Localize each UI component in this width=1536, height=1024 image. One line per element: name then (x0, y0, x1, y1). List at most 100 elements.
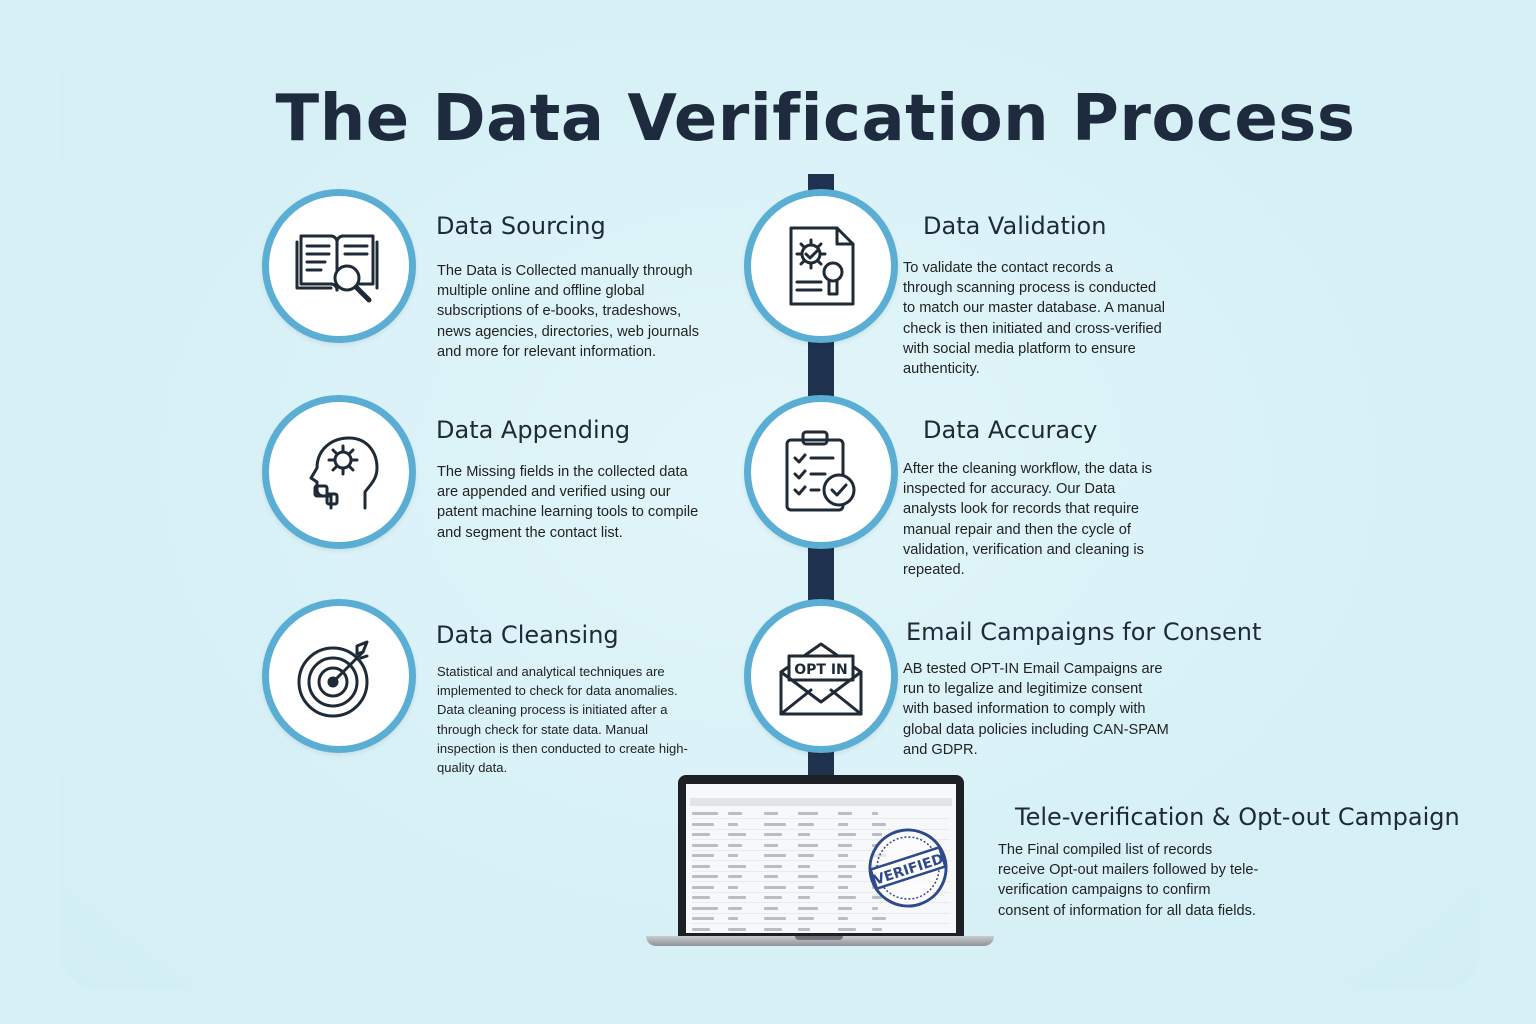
optin-label: OPT IN (794, 662, 848, 678)
spreadsheet-cell (764, 927, 782, 931)
spreadsheet-row (692, 870, 950, 872)
step-heading: Data Accuracy (923, 416, 1098, 444)
spreadsheet-cell (692, 822, 714, 826)
spreadsheet-row (692, 902, 950, 903)
page-title: The Data Verification Process (275, 82, 1356, 156)
spreadsheet-row (692, 891, 950, 893)
spreadsheet-row (692, 839, 950, 840)
spreadsheet-cell (798, 864, 810, 868)
spreadsheet-cell (728, 927, 746, 931)
spreadsheet-cell (692, 833, 710, 836)
spreadsheet-cell (692, 885, 714, 889)
step-heading: Data Validation (923, 212, 1107, 240)
spreadsheet-cell (872, 843, 878, 847)
spreadsheet-cell (798, 896, 810, 899)
spreadsheet-cell (728, 885, 738, 889)
spreadsheet-cell (764, 843, 778, 847)
spreadsheet-cell (764, 896, 782, 899)
spreadsheet-header (690, 798, 952, 806)
document-gear-magnifier-icon (789, 226, 855, 306)
spreadsheet-cell (728, 896, 746, 899)
step-circle-data-appending (262, 395, 416, 549)
spreadsheet-cell (838, 854, 848, 857)
spreadsheet-cell (728, 906, 742, 910)
spreadsheet-cell (838, 833, 856, 836)
spreadsheet-cell (838, 927, 856, 931)
spreadsheet-cell (798, 885, 814, 889)
spreadsheet-cell (728, 833, 746, 836)
spreadsheet-cell (692, 917, 714, 920)
envelope-optin-icon: OPT IN (779, 642, 863, 716)
spreadsheet-cell (764, 833, 782, 836)
spreadsheet-cell (798, 875, 818, 878)
target-arrow-icon (297, 640, 369, 718)
clipboard-checklist-icon (785, 430, 856, 512)
spreadsheet-cell (728, 864, 746, 868)
laptop-notch (795, 936, 843, 940)
spreadsheet-cell (872, 896, 882, 899)
step-heading: Data Sourcing (436, 212, 606, 240)
spreadsheet-row (692, 923, 950, 924)
step-heading: Data Appending (436, 416, 631, 444)
spreadsheet-cell (728, 917, 738, 920)
spreadsheet-cell (764, 917, 786, 920)
spreadsheet-cell (872, 906, 878, 910)
spreadsheet-cell (692, 864, 710, 868)
spreadsheet-cell (872, 812, 878, 815)
spreadsheet-row (692, 912, 950, 914)
spreadsheet-cell (728, 875, 742, 878)
spreadsheet-cell (764, 875, 778, 878)
step-circle-data-accuracy (744, 395, 898, 549)
spreadsheet-cell (764, 812, 778, 815)
step-description: After the cleaning workflow, the data is… (903, 461, 1153, 579)
spreadsheet-cell (692, 875, 718, 878)
spreadsheet-cell (798, 906, 818, 910)
spreadsheet-row (692, 849, 950, 851)
spreadsheet-cell (728, 822, 738, 826)
step-circle-email-campaigns: OPT IN (744, 599, 898, 753)
spreadsheet-cell (838, 822, 848, 826)
spreadsheet-cell (764, 854, 786, 857)
spreadsheet-cell (798, 854, 814, 857)
step-heading: Data Cleansing (436, 621, 619, 649)
step-description: Statistical and analytical techniques ar… (437, 664, 688, 776)
verified-stamp-icon: VERIFIED (868, 828, 948, 908)
step-circle-data-cleansing (262, 599, 416, 753)
spreadsheet-cell (838, 864, 856, 868)
spreadsheet-cell (872, 833, 882, 836)
spreadsheet-cell (728, 812, 742, 815)
spreadsheet-row (692, 818, 950, 819)
spreadsheet-row (692, 881, 950, 882)
spreadsheet-cell (798, 833, 810, 836)
spreadsheet-cell (838, 885, 848, 889)
spreadsheet-cell (798, 927, 810, 931)
spreadsheet-cell (872, 822, 886, 826)
step-circle-data-validation (744, 189, 898, 343)
laptop-base (646, 936, 994, 946)
spreadsheet-cell (692, 854, 714, 857)
spreadsheet-row (692, 860, 950, 861)
spreadsheet-cell (798, 822, 814, 826)
spreadsheet-cell (728, 843, 742, 847)
spreadsheet-cell (692, 906, 718, 910)
spreadsheet-cell (798, 812, 818, 815)
spreadsheet-cell (692, 812, 718, 815)
step-description: The Missing fields in the collected data… (437, 464, 699, 541)
spreadsheet-cell (692, 927, 710, 931)
spreadsheet-cell (692, 843, 718, 847)
spreadsheet-cell (798, 843, 818, 847)
spreadsheet-cell (838, 812, 852, 815)
step-heading: Tele-verification & Opt-out Campaign (1015, 803, 1460, 831)
spreadsheet-cell (838, 917, 848, 920)
spreadsheet-cell (764, 864, 782, 868)
spreadsheet-cell (838, 896, 856, 899)
spreadsheet-row (692, 828, 950, 830)
step-heading: Email Campaigns for Consent (906, 618, 1262, 646)
spreadsheet-cell (872, 927, 882, 931)
spreadsheet-cell (728, 854, 738, 857)
book-magnifier-icon (295, 234, 379, 303)
